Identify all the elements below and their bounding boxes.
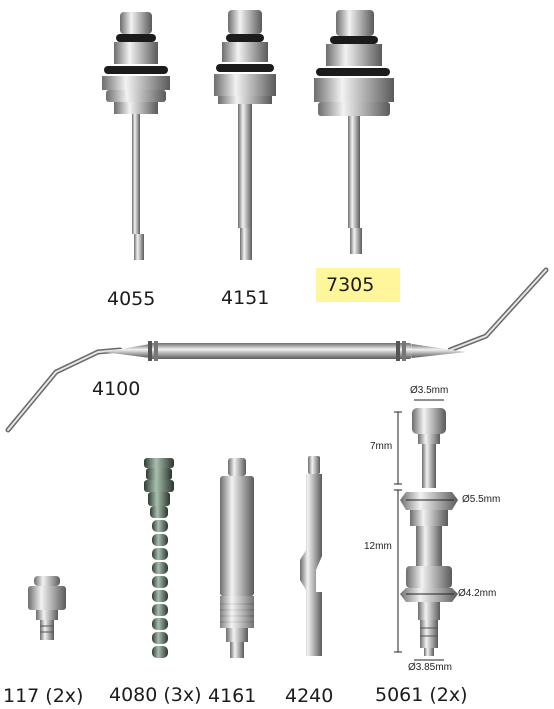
driver-4161: [220, 458, 254, 658]
label-4055: 4055: [107, 288, 156, 310]
label-117: 117 (2x): [3, 685, 84, 707]
dim-tip-diameter: Ø3.85mm: [408, 662, 452, 673]
instrument-4100: [5, 267, 549, 433]
driver-4240: [300, 456, 322, 656]
label-7305: 7305: [316, 268, 400, 302]
dim-mid-diameter: Ø5.5mm: [462, 494, 501, 505]
label-4080: 4080 (3x): [109, 684, 202, 706]
label-4240: 4240: [285, 685, 334, 707]
driver-4151: [214, 10, 276, 260]
label-5061: 5061 (2x): [375, 684, 468, 706]
dim-lower-diameter: Ø4.2mm: [458, 588, 497, 599]
dim-upper-length: 7mm: [370, 441, 393, 452]
chain-4080: [144, 458, 174, 658]
driver-7305: [314, 10, 394, 254]
label-4151: 4151: [221, 287, 270, 309]
abutment-117: [28, 576, 66, 640]
driver-4055: [102, 12, 170, 260]
dim-top-diameter: Ø3.5mm: [410, 385, 449, 396]
dim-lower-length: 12mm: [364, 541, 392, 552]
label-4100: 4100: [92, 378, 141, 400]
label-4161: 4161: [208, 685, 257, 707]
abutment-5061: [394, 399, 458, 661]
